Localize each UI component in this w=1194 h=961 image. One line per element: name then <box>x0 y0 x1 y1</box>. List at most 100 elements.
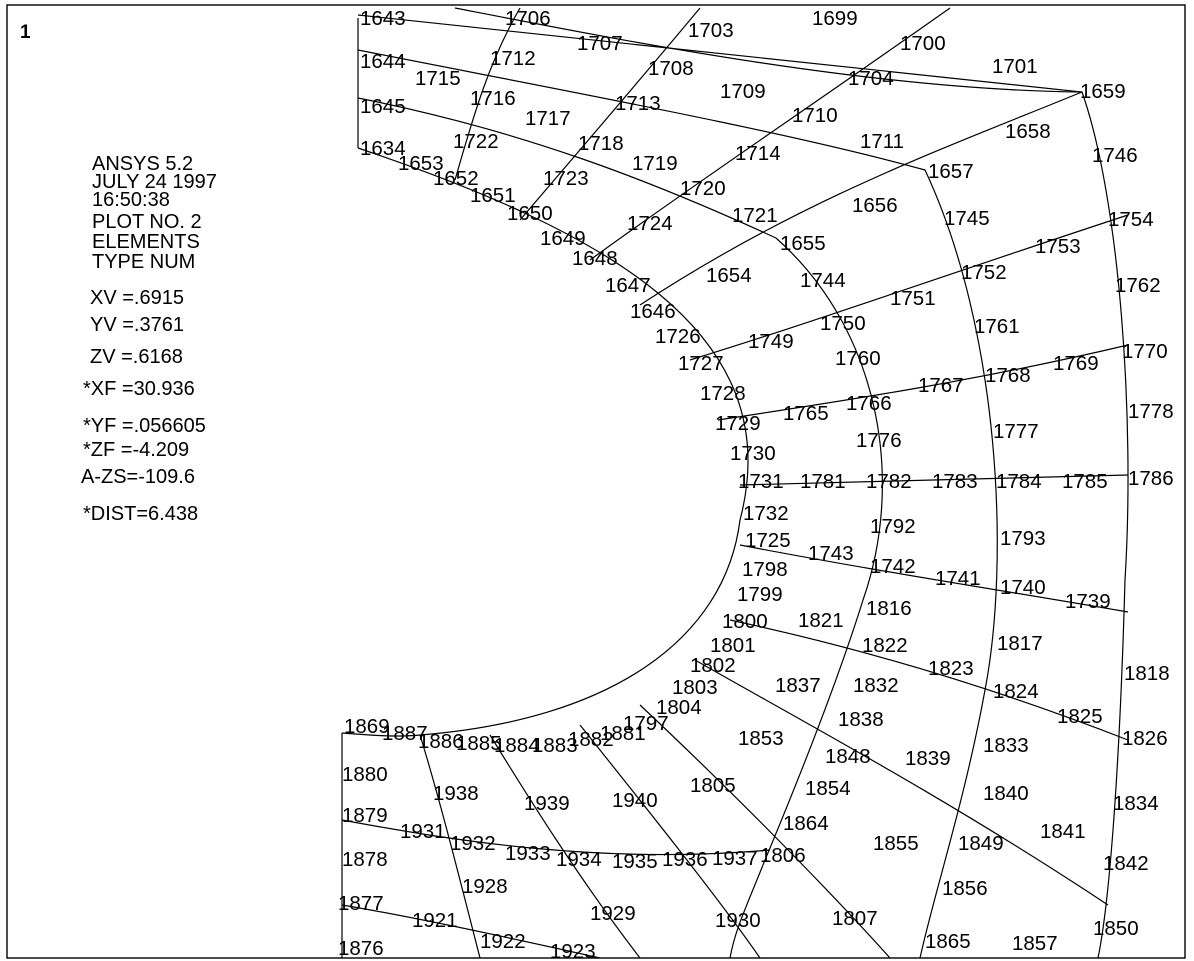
element-number-label: 1781 <box>800 470 846 493</box>
mesh-radial <box>694 659 1109 906</box>
element-number-label: 1824 <box>993 680 1039 703</box>
element-number-label: 1654 <box>706 264 752 287</box>
element-number-label: 1838 <box>838 708 884 731</box>
element-number-label: 1725 <box>745 529 791 552</box>
view-parameter: *XF =30.936 <box>83 378 195 400</box>
element-number-label: 1805 <box>690 774 736 797</box>
view-parameter: XV =.6915 <box>90 287 184 309</box>
element-number-label: 1699 <box>812 7 858 30</box>
element-number-label: 1659 <box>1080 80 1126 103</box>
mesh-block-edge <box>341 732 421 737</box>
element-number-label: 1940 <box>612 789 658 812</box>
mesh-lines <box>341 7 1129 959</box>
view-parameter: A-ZS=-109.6 <box>81 466 195 488</box>
element-number-label: 1728 <box>700 382 746 405</box>
element-number-label: 1766 <box>846 392 892 415</box>
element-number-label: 1804 <box>656 696 702 719</box>
element-number-label: 1853 <box>738 727 784 750</box>
element-number-label: 1849 <box>958 832 1004 855</box>
mesh-block-edge <box>341 904 601 959</box>
element-number-label: 1648 <box>572 247 618 270</box>
element-number-label: 1650 <box>507 202 553 225</box>
element-number-label: 1745 <box>944 207 990 230</box>
info-line: ELEMENTS <box>92 231 200 253</box>
element-number-label: 1701 <box>992 55 1038 78</box>
element-number-label: 1825 <box>1057 705 1103 728</box>
element-number-label: 1931 <box>400 820 446 843</box>
element-number-label: 1746 <box>1092 144 1138 167</box>
mesh-radial <box>489 734 641 959</box>
element-number-label: 1712 <box>490 47 536 70</box>
element-number-label: 1880 <box>342 763 388 786</box>
view-parameter: *YF =.056605 <box>83 415 206 437</box>
view-parameter: *ZF =-4.209 <box>83 439 189 461</box>
mesh-ring <box>454 7 1083 93</box>
element-number-label: 1816 <box>866 597 912 620</box>
view-parameter: ZV =.6168 <box>90 346 183 368</box>
element-number-label: 1786 <box>1128 467 1174 490</box>
element-number-label: 1716 <box>470 87 516 110</box>
element-number-label: 1649 <box>540 227 586 250</box>
mesh-radial <box>689 214 1129 361</box>
element-number-label: 1801 <box>710 634 756 657</box>
element-number-label: 1930 <box>715 909 761 932</box>
mesh-radial <box>717 344 1129 421</box>
element-number-label: 1753 <box>1035 235 1081 258</box>
element-number-label: 1933 <box>505 842 551 865</box>
element-number-label: 1841 <box>1040 820 1086 843</box>
element-number-label: 1885 <box>456 732 502 755</box>
element-number-label: 1767 <box>918 374 964 397</box>
element-number-label: 1865 <box>925 930 971 953</box>
element-number-label: 1777 <box>993 420 1039 443</box>
element-number-label: 1658 <box>1005 120 1051 143</box>
plot-info-block: ANSYS 5.2 JULY 24 1997 16:50:38 PLOT NO.… <box>81 153 217 525</box>
element-number-label: 1797 <box>623 712 669 735</box>
element-number-label: 1842 <box>1103 852 1149 875</box>
element-number-label: 1817 <box>997 632 1043 655</box>
mesh-ring <box>357 97 883 959</box>
element-number-label: 1877 <box>338 892 384 915</box>
element-number-label: 1750 <box>820 312 866 335</box>
element-number-label: 1742 <box>870 555 916 578</box>
element-number-label: 1721 <box>732 204 778 227</box>
mesh-radial <box>739 474 1129 486</box>
mesh-block-edge <box>341 819 771 856</box>
element-number-label: 1802 <box>690 654 736 677</box>
element-number-label: 1854 <box>805 777 851 800</box>
element-number-label: 1720 <box>680 177 726 200</box>
element-number-label: 1803 <box>672 676 718 699</box>
element-number-label: 1768 <box>985 364 1031 387</box>
element-number-label: 1882 <box>568 728 614 751</box>
element-number-label: 1798 <box>742 558 788 581</box>
element-number-label: 1718 <box>578 132 624 155</box>
mesh-radial <box>519 7 701 221</box>
element-number-label: 1722 <box>453 130 499 153</box>
element-number-label: 1881 <box>600 722 646 745</box>
element-number-label: 1706 <box>505 7 551 30</box>
element-number-label: 1878 <box>342 848 388 871</box>
element-number-label: 1754 <box>1108 208 1154 231</box>
element-number-label: 1711 <box>860 130 904 153</box>
element-number-label: 1704 <box>848 67 894 90</box>
element-number-label: 1644 <box>360 50 406 73</box>
element-number-label: 1741 <box>935 567 981 590</box>
element-number-label: 1730 <box>730 442 776 465</box>
info-line: TYPE NUM <box>92 251 195 273</box>
element-number-label: 1856 <box>942 877 988 900</box>
mesh-radial <box>419 734 481 959</box>
element-number-label: 1708 <box>648 57 694 80</box>
element-number-label: 1785 <box>1062 470 1108 493</box>
element-number-label: 1833 <box>983 734 1029 757</box>
element-number-label: 1879 <box>342 804 388 827</box>
element-number-label: 1855 <box>873 832 919 855</box>
element-number-label: 1823 <box>928 657 974 680</box>
element-number-label: 1848 <box>825 745 871 768</box>
element-number-label: 1740 <box>1000 576 1046 599</box>
element-number-label: 1700 <box>900 32 946 55</box>
element-number-label: 1646 <box>630 300 676 323</box>
element-number-label: 1751 <box>890 287 936 310</box>
element-number-label: 1717 <box>525 107 571 130</box>
mesh-radial <box>639 704 891 959</box>
